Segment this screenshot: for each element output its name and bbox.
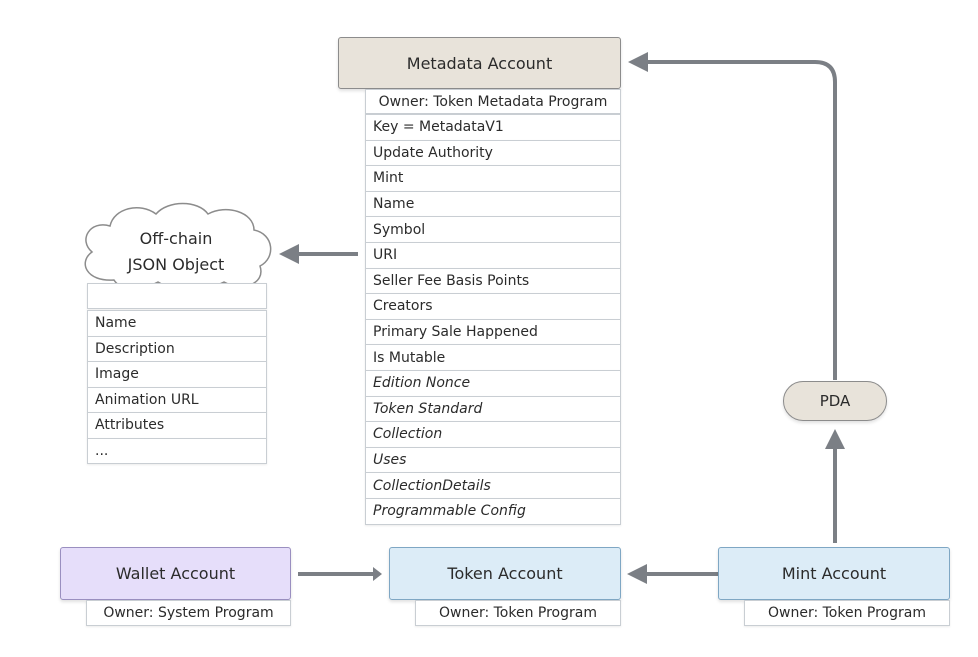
arrow-token-to-wallet-head	[373, 567, 382, 581]
metadata-field-row: Programmable Config	[365, 498, 621, 525]
metadata-field-label: Key = MetadataV1	[373, 119, 504, 136]
metadata-field-label: Name	[373, 196, 415, 213]
offchain-field-label: Name	[95, 315, 137, 332]
token-account-title: Token Account	[447, 564, 563, 583]
metadata-field-row: Key = MetadataV1	[365, 114, 621, 141]
token-owner-label: Owner: Token Program	[439, 605, 597, 621]
offchain-field-row: Image	[87, 361, 267, 388]
mint-owner-label: Owner: Token Program	[768, 605, 926, 621]
offchain-field-label: ...	[95, 442, 109, 459]
metadata-account-owner: Owner: Token Metadata Program	[365, 89, 621, 114]
arrow-pda-to-metadata	[628, 52, 837, 380]
metadata-account-header: Metadata Account	[338, 37, 621, 89]
token-account-owner: Owner: Token Program	[415, 600, 621, 626]
metadata-account-title: Metadata Account	[406, 53, 553, 73]
pda-node: PDA	[783, 381, 887, 421]
mint-account-title: Mint Account	[781, 564, 887, 583]
metadata-field-row: CollectionDetails	[365, 472, 621, 499]
metadata-field-label: Symbol	[373, 221, 426, 238]
metadata-field-row: Name	[365, 190, 621, 218]
wallet-account-owner: Owner: System Program	[86, 600, 291, 626]
offchain-field-label: Description	[95, 340, 175, 357]
mint-account-owner: Owner: Token Program	[744, 600, 950, 626]
pda-label: PDA	[819, 392, 851, 410]
metadata-field-label: CollectionDetails	[373, 477, 491, 494]
offchain-field-row: Name	[87, 310, 267, 337]
metadata-field-label: Edition Nonce	[373, 375, 471, 392]
offchain-title-line1: Off-chain	[139, 229, 213, 248]
offchain-field-row: Description	[87, 335, 267, 362]
metadata-field-label: Creators	[373, 298, 433, 315]
metadata-field-row: Collection	[365, 421, 621, 448]
offchain-field-row: ...	[87, 437, 267, 464]
offchain-spacer	[87, 283, 267, 309]
offchain-field-label: Attributes	[95, 417, 165, 434]
metadata-field-label: URI	[373, 247, 398, 264]
wallet-account-header: Wallet Account	[60, 547, 291, 600]
offchain-field-label: Animation URL	[95, 391, 199, 408]
metadata-field-row: Uses	[365, 446, 621, 474]
metadata-field-row: Token Standard	[365, 395, 621, 423]
metadata-field-row: Creators	[365, 293, 621, 320]
offchain-field-row: Attributes	[87, 412, 267, 439]
metadata-field-row: Primary Sale Happened	[365, 318, 621, 346]
metadata-owner-label: Owner: Token Metadata Program	[378, 93, 608, 110]
mint-account-header: Mint Account	[718, 547, 950, 600]
metadata-field-label: Primary Sale Happened	[373, 324, 538, 341]
metadata-field-row: Update Authority	[365, 139, 621, 167]
metadata-field-label: Mint	[373, 170, 404, 187]
metadata-field-label: Token Standard	[373, 400, 483, 417]
metadata-field-label: Seller Fee Basis Points	[373, 272, 530, 289]
token-account-header: Token Account	[389, 547, 621, 600]
metadata-field-row: Edition Nonce	[365, 370, 621, 397]
metadata-field-row: Symbol	[365, 216, 621, 243]
metadata-field-label: Uses	[373, 452, 407, 469]
metadata-field-label: Is Mutable	[373, 349, 446, 366]
offchain-title-line2: JSON Object	[127, 255, 225, 274]
metadata-field-row: Is Mutable	[365, 344, 621, 371]
offchain-title: Off-chain JSON Object	[98, 226, 254, 278]
metadata-field-label: Update Authority	[373, 144, 493, 161]
metadata-field-label: Collection	[373, 426, 443, 443]
metadata-field-label: Programmable Config	[373, 503, 526, 520]
wallet-owner-label: Owner: System Program	[103, 605, 274, 621]
wallet-account-title: Wallet Account	[115, 564, 236, 583]
metadata-field-row: URI	[365, 242, 621, 269]
metadata-field-row: Mint	[365, 165, 621, 192]
offchain-field-label: Image	[95, 366, 139, 383]
metadata-field-row: Seller Fee Basis Points	[365, 267, 621, 295]
offchain-field-row: Animation URL	[87, 386, 267, 413]
